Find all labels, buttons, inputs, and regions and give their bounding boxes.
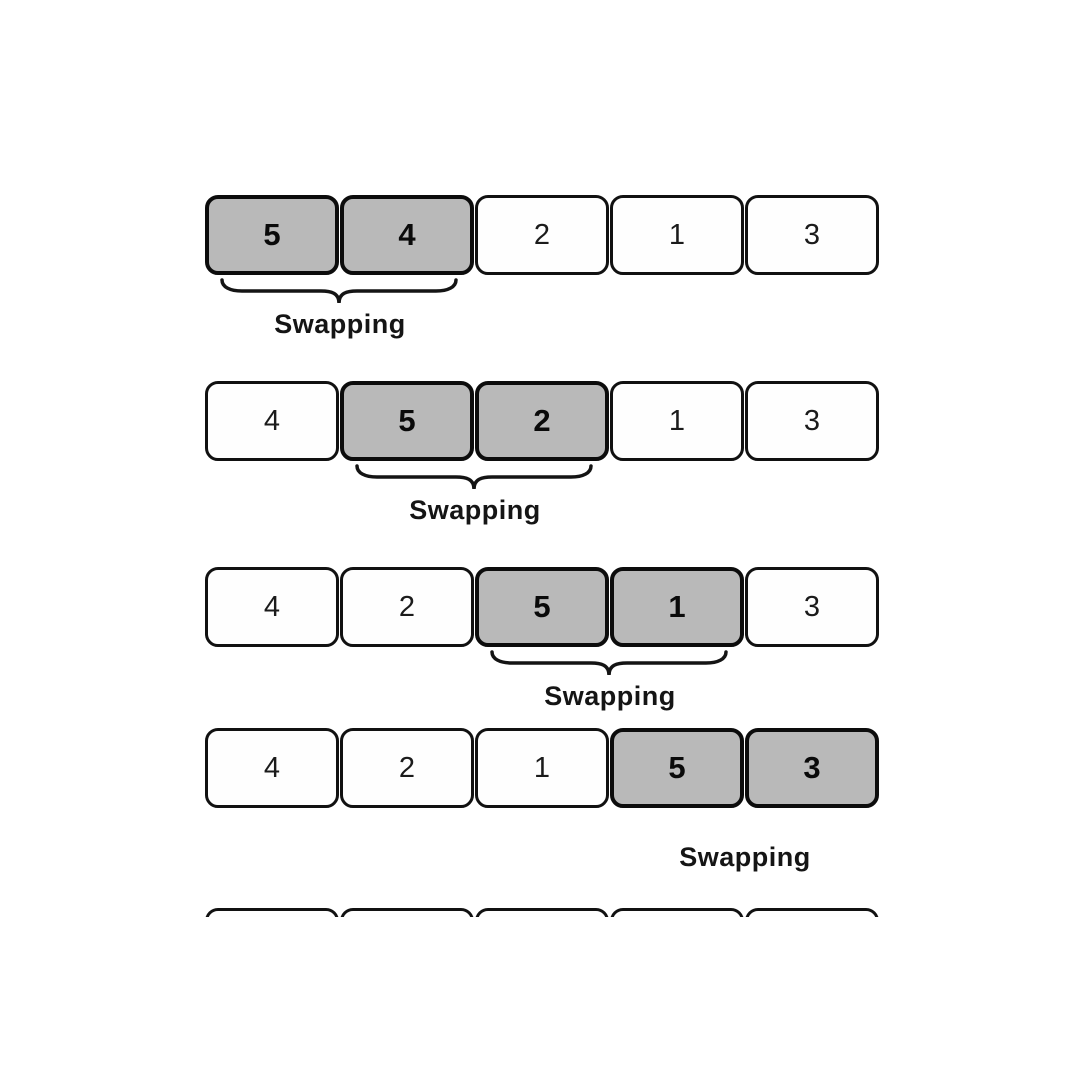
array-row [205,908,879,917]
array-cell-highlighted: 5 [610,728,744,808]
swap-label: Swapping [409,495,541,525]
array-cell [475,908,609,917]
array-cell: 1 [610,195,744,275]
array-cell [610,908,744,917]
array-cell: 1 [475,728,609,808]
array-cell: 1 [610,381,744,461]
swap-label: Swapping [274,309,406,339]
array-cell [340,908,474,917]
array-cell [205,908,339,917]
array-cell-highlighted: 2 [475,381,609,461]
array-cell: 3 [745,381,879,461]
array-cell: 4 [205,381,339,461]
array-cell: 2 [340,728,474,808]
array-cell: 3 [745,195,879,275]
swap-brace [355,464,593,490]
array-row-partial [205,908,879,917]
array-cell: 3 [745,567,879,647]
array-cell-highlighted: 1 [610,567,744,647]
swap-brace [490,650,728,676]
array-cell: 2 [475,195,609,275]
swap-brace [220,278,458,304]
array-cell-highlighted: 4 [340,195,474,275]
array-cell: 4 [205,567,339,647]
array-cell-highlighted: 5 [475,567,609,647]
array-cell [745,908,879,917]
array-cell: 4 [205,728,339,808]
array-cell: 2 [340,567,474,647]
array-cell-highlighted: 3 [745,728,879,808]
array-cell-highlighted: 5 [205,195,339,275]
array-cell-highlighted: 5 [340,381,474,461]
swap-label: Swapping [544,681,676,711]
swap-label: Swapping [679,842,811,872]
